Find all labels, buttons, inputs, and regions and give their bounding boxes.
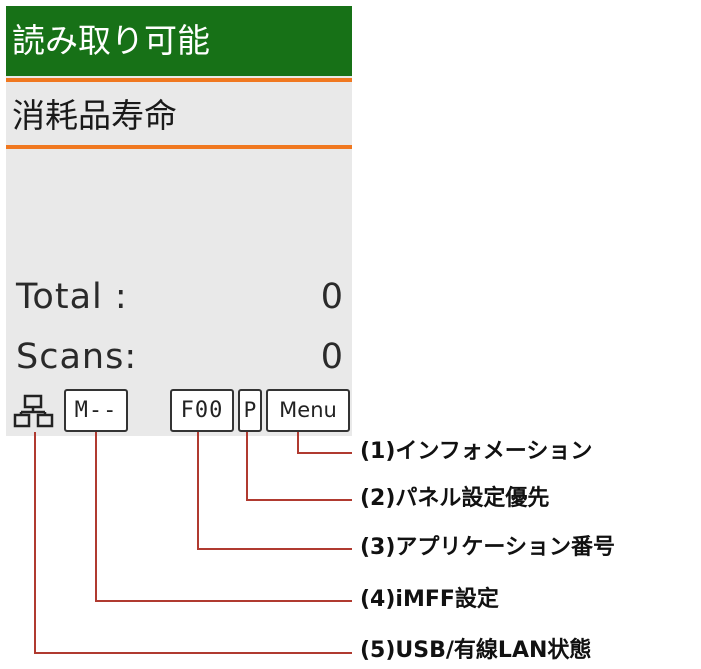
menu-button[interactable]: Menu	[266, 389, 350, 432]
application-number-indicator: F00	[170, 389, 234, 432]
callout-panel-priority: (2)パネル設定優先	[360, 486, 550, 511]
leader-line-3	[197, 432, 352, 550]
leader-line-2	[246, 432, 352, 501]
message-underline	[6, 145, 352, 149]
counter-scans-value: 0	[320, 337, 344, 377]
status-bar: 読み取り可能	[6, 6, 352, 76]
counter-total-value: 0	[320, 277, 344, 317]
callout-imff-setting: (4)iMFF設定	[360, 587, 499, 612]
counter-scans-label: Scans:	[16, 337, 138, 377]
callout-information: (1)インフォメーション	[360, 439, 593, 464]
counter-total-label: Total :	[16, 277, 128, 317]
leader-line-4	[95, 432, 352, 602]
operator-panel-screen: 読み取り可能 消耗品寿命 Total : 0 Scans: 0 M-- F00 …	[6, 6, 352, 436]
callout-usb-lan-status: (5)USB/有線LAN状態	[360, 638, 592, 663]
callout-application-number: (3)アプリケーション番号	[360, 535, 615, 560]
leader-line-5	[34, 432, 352, 654]
counter-total: Total : 0	[16, 272, 344, 322]
usb-lan-status-icon	[13, 394, 54, 428]
panel-priority-indicator: P	[238, 389, 262, 432]
status-underline	[6, 78, 352, 82]
counter-scans: Scans: 0	[16, 332, 344, 382]
message-text: 消耗品寿命	[12, 96, 177, 135]
imff-setting-indicator: M--	[64, 389, 128, 432]
